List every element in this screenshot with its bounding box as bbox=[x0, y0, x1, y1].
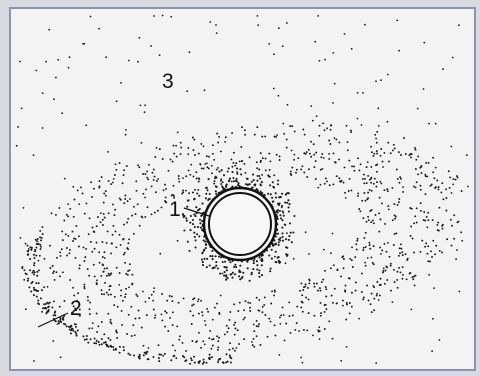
label-2: 2 bbox=[70, 297, 82, 320]
label-1: 1 bbox=[169, 198, 181, 221]
central-body-inner bbox=[209, 193, 271, 255]
label-3: 3 bbox=[162, 70, 174, 93]
